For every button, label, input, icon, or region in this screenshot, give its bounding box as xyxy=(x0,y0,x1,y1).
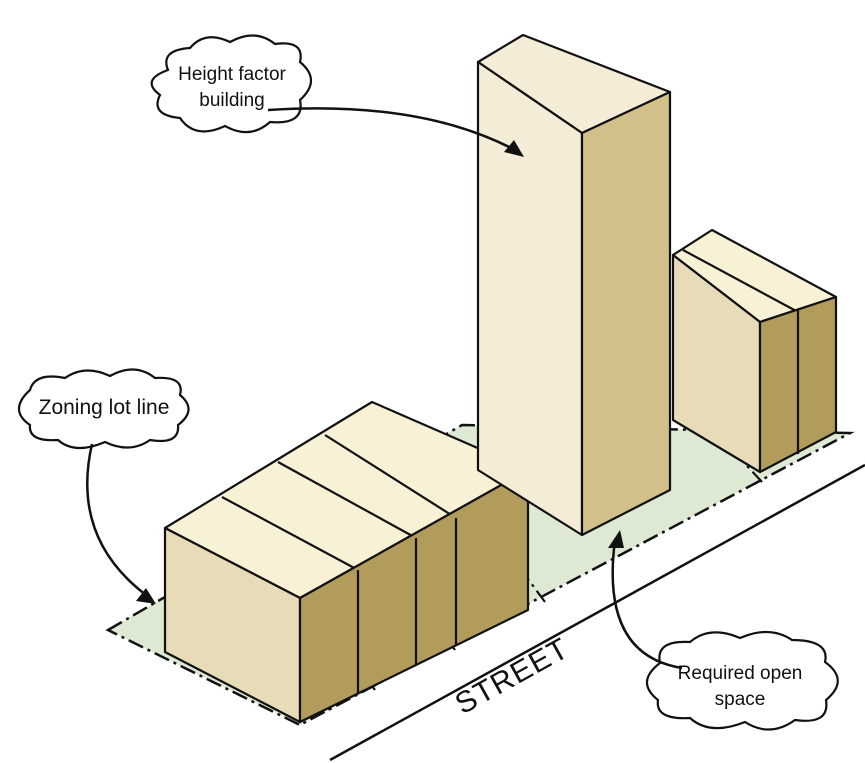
height-factor-line-2: building xyxy=(199,90,265,111)
tower-building xyxy=(476,33,672,537)
height-factor-line-1: Height factor xyxy=(178,64,286,85)
arrow-zoning-lot xyxy=(86,443,151,600)
right-building xyxy=(671,228,838,474)
height-factor-building-label: Height factor building xyxy=(144,62,320,114)
arrowheads xyxy=(136,140,624,604)
left-building xyxy=(163,400,530,724)
height-factor-cloud xyxy=(150,34,313,134)
required-open-space-cloud xyxy=(645,630,839,731)
zoning-lot-line-label: Zoning lot line xyxy=(38,396,170,419)
required-open-space-line-1: Required open xyxy=(677,663,803,684)
arrow-height-factor xyxy=(267,107,516,152)
arrow-open-space xyxy=(611,539,683,670)
callout-arrows xyxy=(86,107,683,670)
required-open-space-line-2: space xyxy=(714,689,766,710)
street-line xyxy=(329,463,865,762)
zoning-lot-cloud xyxy=(17,368,190,450)
required-open-space-label: Required open space xyxy=(640,661,840,713)
